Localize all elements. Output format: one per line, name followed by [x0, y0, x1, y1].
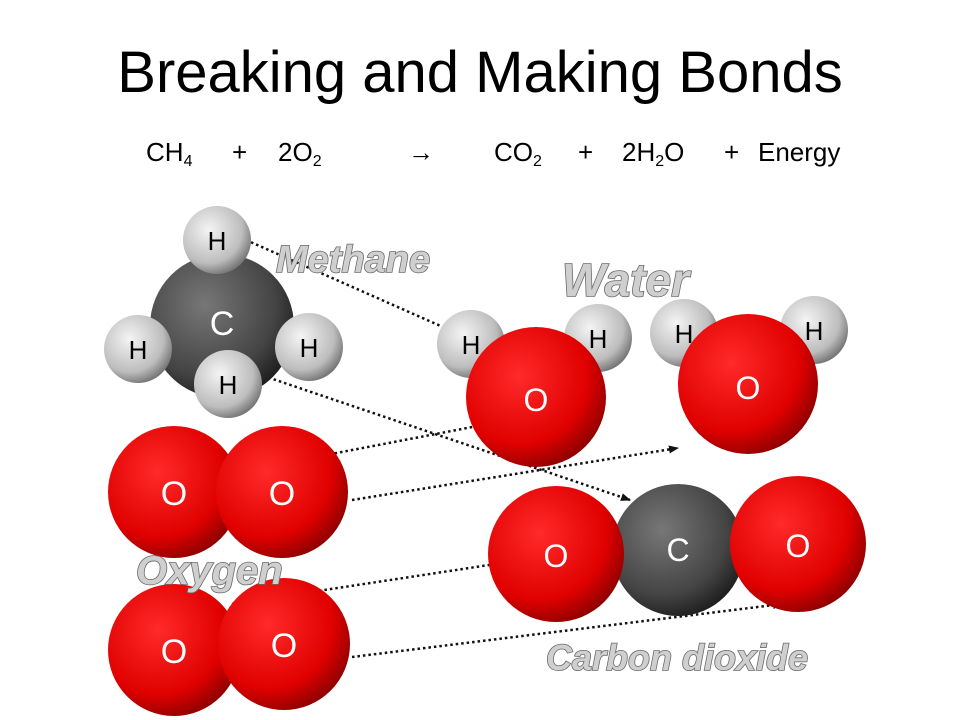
- oxygen2-symbol-right: O: [271, 627, 297, 665]
- water2-hydrogen-symbol-left: H: [675, 319, 694, 349]
- co2-oxygen-atom-right: [730, 476, 866, 612]
- methane-hydrogen-atom-top: [183, 206, 251, 274]
- equation-water-formula-b: O: [664, 137, 685, 167]
- water-molecule-1: H H O: [437, 304, 632, 467]
- oxygen1-atom-left: [108, 426, 240, 558]
- methane-hydrogen-atom-left: [104, 315, 172, 383]
- methane-carbon-atom: [150, 254, 294, 398]
- equation-oxygen-subscript: 2: [312, 153, 322, 170]
- arrow-oxygen2-to-co2-o1: [231, 557, 523, 606]
- carbon-dioxide-label: Carbon dioxide: [546, 637, 808, 678]
- equation-plus-1: +: [232, 137, 248, 167]
- slide-title: Breaking and Making Bonds: [117, 40, 843, 105]
- co2-carbon-symbol: C: [666, 532, 689, 568]
- methane-hydrogen-atom-bottom: [194, 350, 262, 418]
- equation-methane-subscript: 4: [183, 153, 193, 170]
- methane-label: Methane: [276, 239, 430, 281]
- oxygen2-atom-right: [218, 578, 350, 710]
- water-label: Water: [562, 254, 691, 306]
- rearrangement-arrows: [231, 238, 783, 659]
- methane-hydrogen-symbol-bottom: H: [219, 370, 238, 400]
- chemical-equation: CH4 + 2O2 → CO2 + 2H2O + Energy: [0, 132, 960, 172]
- equation-water-formula-a: 2H: [622, 137, 656, 167]
- methane-carbon-symbol: C: [210, 305, 235, 343]
- water-molecule-2: H H O: [650, 296, 848, 454]
- equation-plus-3: +: [724, 137, 740, 167]
- equation-carbon-dioxide: CO2: [494, 132, 542, 172]
- oxygen1-symbol-left: O: [161, 475, 187, 513]
- water1-oxygen-symbol: O: [524, 382, 549, 418]
- equation-oxygen: 2O2: [278, 132, 322, 172]
- oxygen2-atom-left: [108, 584, 240, 716]
- methane-hydrogen-symbol-top: H: [208, 226, 227, 256]
- water1-oxygen-atom: [466, 327, 606, 467]
- equation-water-subscript: 2: [655, 153, 665, 170]
- methane-hydrogen-atom-right: [275, 313, 343, 381]
- equation-methane: CH4: [146, 132, 192, 172]
- oxygen-molecule-1: O O: [108, 426, 348, 558]
- equation-plus-2: +: [578, 137, 594, 167]
- oxygen1-symbol-right: O: [269, 475, 295, 513]
- co2-oxygen-atom-left: [488, 486, 624, 622]
- methane-hydrogen-symbol-left: H: [129, 335, 148, 365]
- equation-oxygen-formula: 2O: [278, 137, 313, 167]
- co2-oxygen-symbol-right: O: [786, 528, 811, 564]
- carbon-dioxide-molecule: C O O: [488, 476, 866, 622]
- arrow-oxygen1-to-water2: [351, 445, 679, 502]
- oxygen1-atom-right: [216, 426, 348, 558]
- equation-water: 2H2O: [622, 132, 684, 172]
- equation-carbon-dioxide-subscript: 2: [533, 153, 542, 170]
- water2-oxygen-symbol: O: [736, 370, 761, 406]
- equation-methane-formula: CH: [146, 137, 184, 167]
- equation-arrow-icon: →: [408, 137, 434, 167]
- water1-hydrogen-symbol-left: H: [462, 330, 481, 360]
- arrow-methane-h-to-water-h: [245, 238, 453, 333]
- methane-hydrogen-symbol-right: H: [300, 333, 319, 363]
- water2-oxygen-atom: [678, 314, 818, 454]
- oxygen2-symbol-left: O: [161, 633, 187, 671]
- methane-molecule: C H H H H: [104, 206, 343, 418]
- water1-hydrogen-symbol-right: H: [589, 324, 608, 354]
- oxygen-label: Oxygen: [136, 549, 283, 593]
- water2-hydrogen-symbol-right: H: [805, 316, 824, 346]
- equation-energy: Energy: [758, 137, 841, 167]
- co2-oxygen-symbol-left: O: [544, 538, 569, 574]
- oxygen-molecule-2: O O: [108, 578, 350, 716]
- co2-carbon-atom: [612, 484, 744, 616]
- equation-carbon-dioxide-formula: CO: [494, 137, 533, 167]
- arrow-oxygen2-to-co2-o2: [351, 601, 783, 659]
